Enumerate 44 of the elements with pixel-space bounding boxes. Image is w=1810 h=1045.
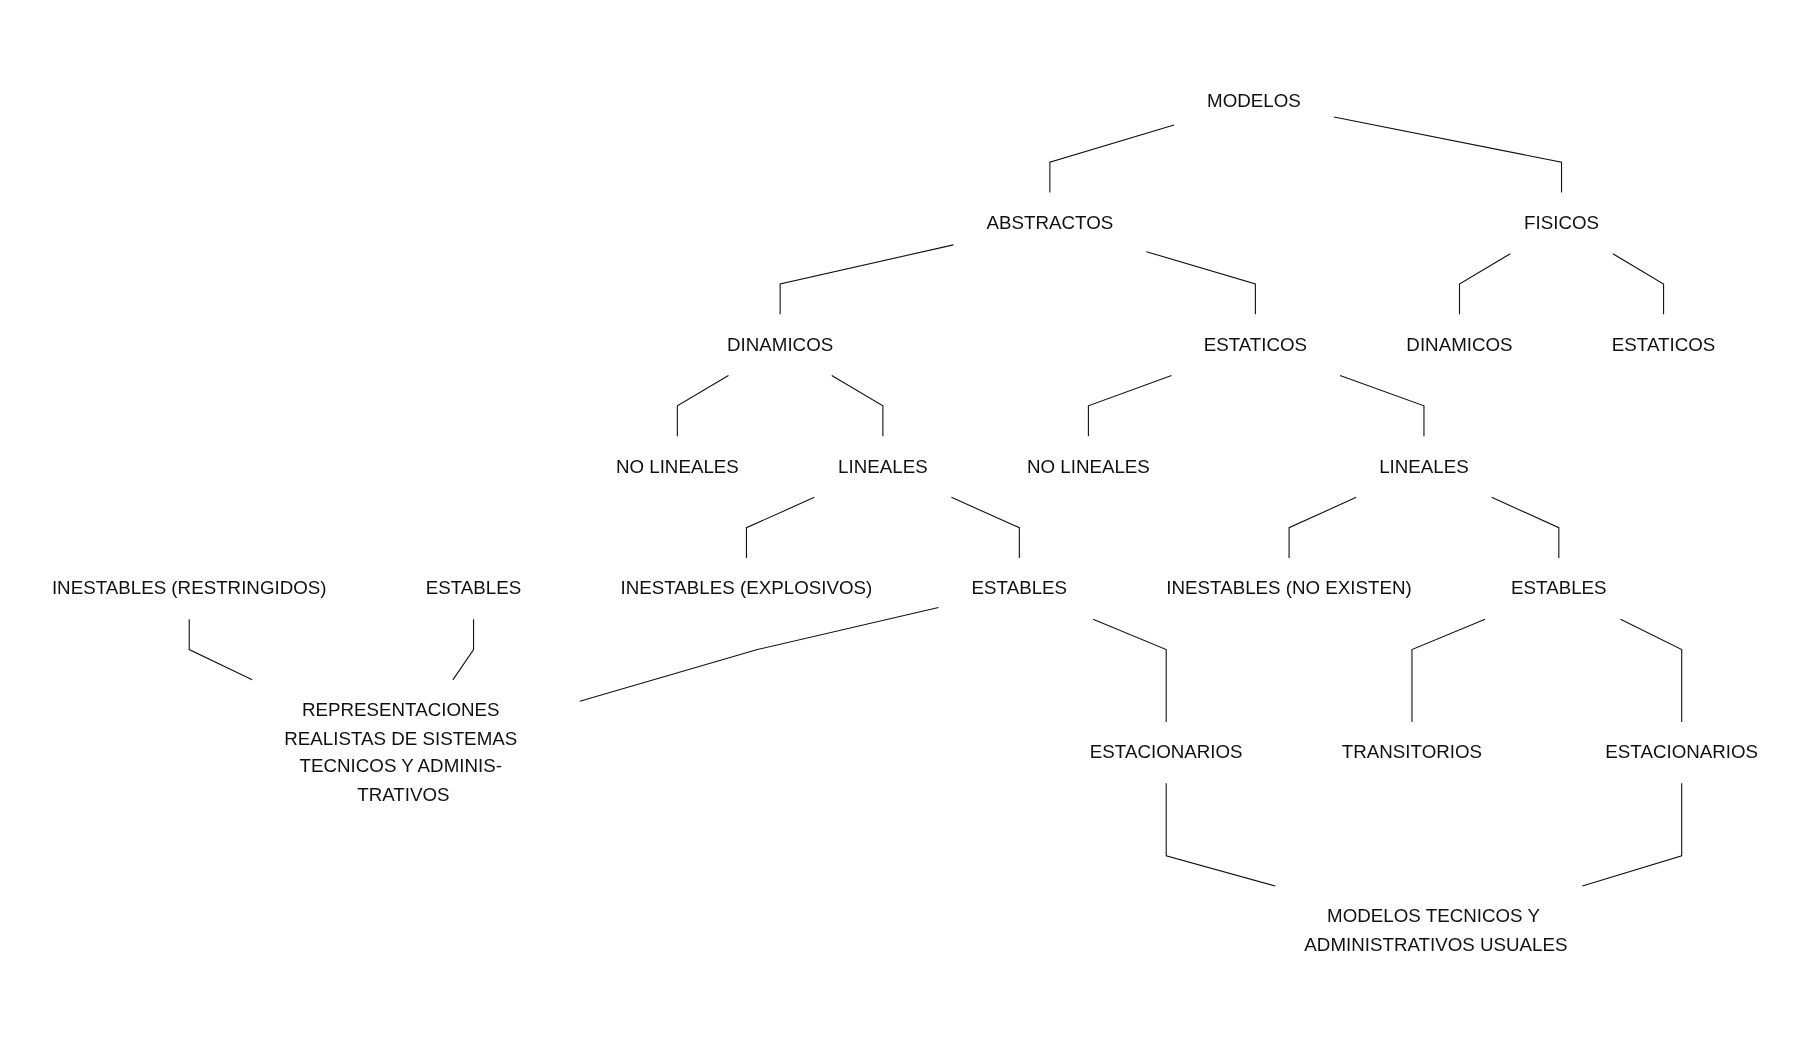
connector	[1411, 618, 1486, 723]
node-text: DINAMICOS	[727, 333, 834, 355]
connector	[831, 374, 884, 437]
node-text: LINEALES	[838, 455, 928, 477]
connector	[1581, 782, 1683, 887]
connector	[1049, 124, 1175, 193]
connector	[1087, 374, 1173, 437]
connector	[1620, 618, 1683, 723]
connector	[1458, 252, 1511, 315]
node-text: REPRESENTACIONES REALISTAS DE SISTEMAS TECNICOS Y ADMINIS- TRATIVOS	[284, 699, 518, 805]
node-text: NO LINEALES	[1026, 455, 1150, 477]
connector	[676, 374, 730, 437]
node-text: ESTABLES	[425, 577, 522, 599]
node-text: DINAMICOS	[1406, 333, 1513, 355]
connector	[779, 243, 954, 315]
node-text: MODELOS	[1207, 89, 1301, 111]
connector	[1092, 618, 1167, 723]
connector	[452, 618, 475, 680]
connector	[1288, 496, 1357, 559]
node-text: ESTABLES	[971, 577, 1068, 599]
node-text: FISICOS	[1524, 211, 1600, 233]
node-text: ESTACIONARIOS	[1605, 741, 1759, 763]
node-text: LINEALES	[1379, 455, 1469, 477]
connector	[1333, 116, 1563, 193]
node-text: INESTABLES (NO EXISTEN)	[1166, 577, 1412, 599]
node-text: ESTACIONARIOS	[1089, 741, 1243, 763]
node-text: MODELOS TECNICOS Y ADMINISTRATIVOS USUALES	[1304, 905, 1568, 955]
connector	[1339, 374, 1425, 437]
node-text: ESTATICOS	[1611, 333, 1716, 355]
node-text: TRANSITORIOS	[1341, 741, 1483, 763]
connector	[188, 618, 253, 680]
node-text: ESTABLES	[1511, 577, 1607, 599]
connector	[1612, 252, 1665, 315]
connector	[745, 496, 815, 559]
node-text: ABSTRACTOS	[986, 211, 1114, 233]
connector	[1491, 496, 1560, 559]
node-text: NO LINEALES	[615, 455, 739, 477]
node-text: INESTABLES (RESTRINGIDOS)	[51, 577, 327, 599]
connector	[579, 606, 940, 702]
connector	[1145, 250, 1256, 315]
connector	[950, 496, 1020, 559]
node-text: INESTABLES (EXPLOSIVOS)	[620, 577, 873, 599]
connector	[1165, 782, 1276, 887]
node-text: ESTATICOS	[1203, 333, 1308, 355]
